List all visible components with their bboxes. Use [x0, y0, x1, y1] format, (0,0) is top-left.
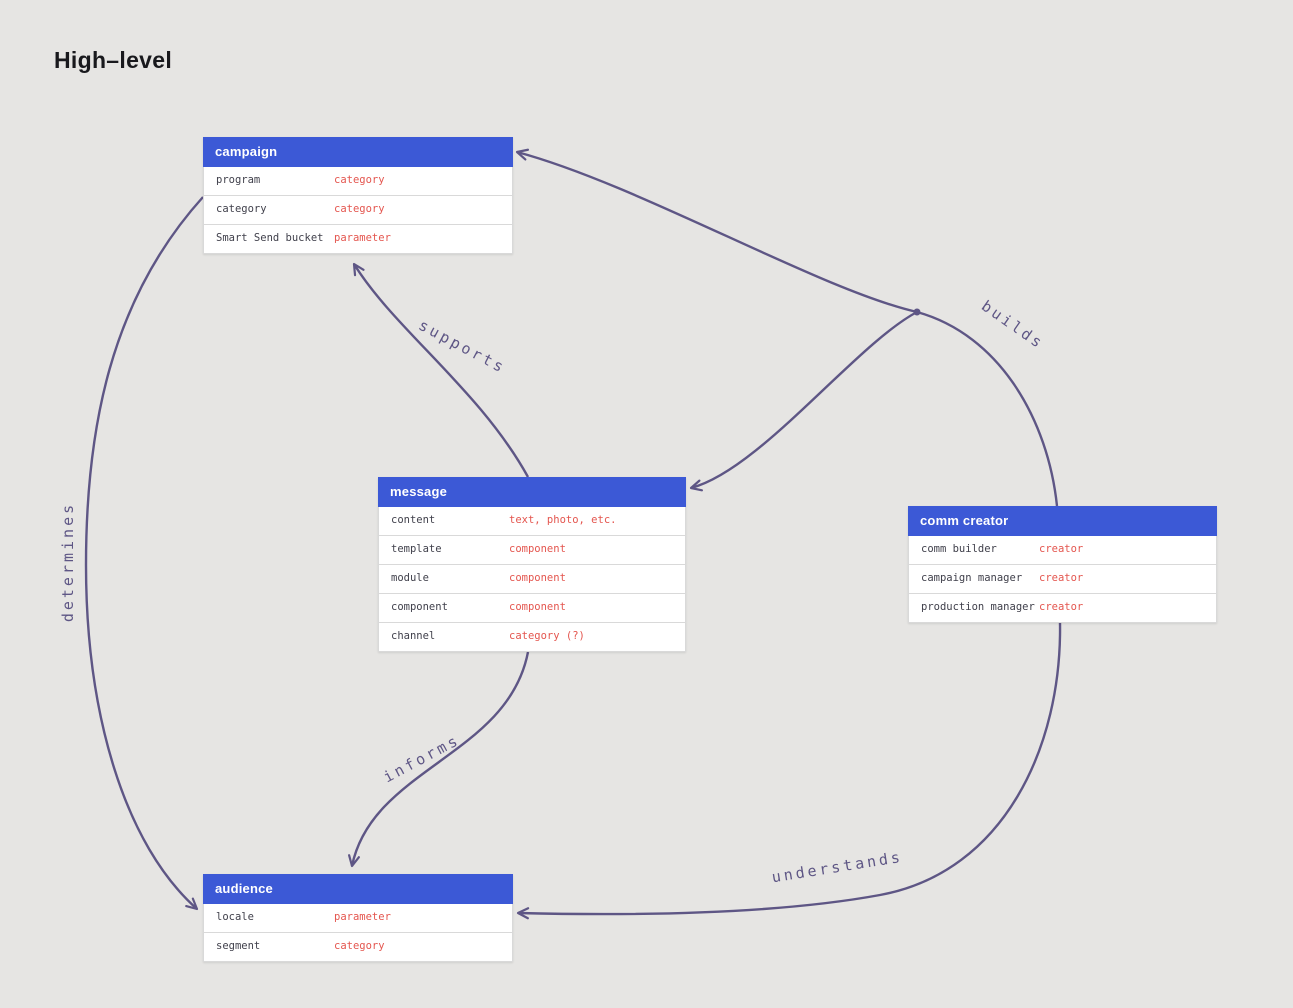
- entity-row: category category: [203, 196, 513, 225]
- entity-row: segment category: [203, 933, 513, 962]
- row-value: component: [509, 601, 566, 613]
- row-label: Smart Send bucket: [216, 232, 324, 244]
- row-label: program: [216, 174, 261, 186]
- entity-row: module component: [378, 565, 686, 594]
- entity-row: template component: [378, 536, 686, 565]
- row-value: category: [334, 203, 385, 215]
- edge-builds-to-campaign: [515, 148, 918, 314]
- edge-understands: [516, 622, 1062, 920]
- entity-title: audience: [203, 874, 513, 904]
- row-label: campaign manager: [921, 572, 1023, 584]
- entity-row: production manager creator: [908, 594, 1217, 623]
- edge-determines: [84, 196, 204, 911]
- row-label: module: [391, 572, 429, 584]
- row-value: parameter: [334, 232, 391, 244]
- row-label: segment: [216, 940, 261, 952]
- row-label: content: [391, 514, 436, 526]
- row-label: comm builder: [921, 543, 997, 555]
- edge-builds-main: [916, 310, 1059, 507]
- edge-informs: [348, 651, 530, 868]
- row-value: category: [334, 940, 385, 952]
- edge-label-builds-main: builds: [978, 297, 1047, 353]
- entity-row: comm builder creator: [908, 536, 1217, 565]
- row-label: component: [391, 601, 448, 613]
- row-value: creator: [1039, 543, 1084, 555]
- entity-row: program category: [203, 167, 513, 196]
- row-label: category: [216, 203, 267, 215]
- entity-row: locale parameter: [203, 904, 513, 933]
- row-value: creator: [1039, 601, 1084, 613]
- edge-label-determines: determines: [59, 502, 77, 622]
- edge-supports: [352, 262, 530, 478]
- row-value: category: [334, 174, 385, 186]
- edge-label-supports: supports: [416, 316, 509, 377]
- entity-title: campaign: [203, 137, 513, 167]
- entity-row: campaign manager creator: [908, 565, 1217, 594]
- entity-row: channel category (?): [378, 623, 686, 652]
- row-value: text, photo, etc.: [509, 514, 617, 526]
- row-label: production manager: [921, 601, 1035, 613]
- edge-builds-to-message: [689, 310, 918, 492]
- row-value: component: [509, 543, 566, 555]
- row-label: template: [391, 543, 442, 555]
- row-value: category (?): [509, 630, 585, 642]
- edge-label-understands: understands: [770, 848, 904, 886]
- row-label: channel: [391, 630, 436, 642]
- row-label: locale: [216, 911, 254, 923]
- page-title: High–level: [54, 47, 173, 74]
- entity-row: component component: [378, 594, 686, 623]
- entity-message[interactable]: message content text, photo, etc. template c…: [378, 477, 686, 652]
- entity-row: content text, photo, etc.: [378, 507, 686, 536]
- entity-audience[interactable]: audience locale parameter segment category: [203, 874, 513, 962]
- entity-title: message: [378, 477, 686, 507]
- entity-row: Smart Send bucket parameter: [203, 225, 513, 254]
- edge-junction-dot: [913, 308, 921, 316]
- entity-title: comm creator: [908, 506, 1217, 536]
- row-value: creator: [1039, 572, 1084, 584]
- edge-label-informs: informs: [380, 731, 463, 786]
- row-value: component: [509, 572, 566, 584]
- row-value: parameter: [334, 911, 391, 923]
